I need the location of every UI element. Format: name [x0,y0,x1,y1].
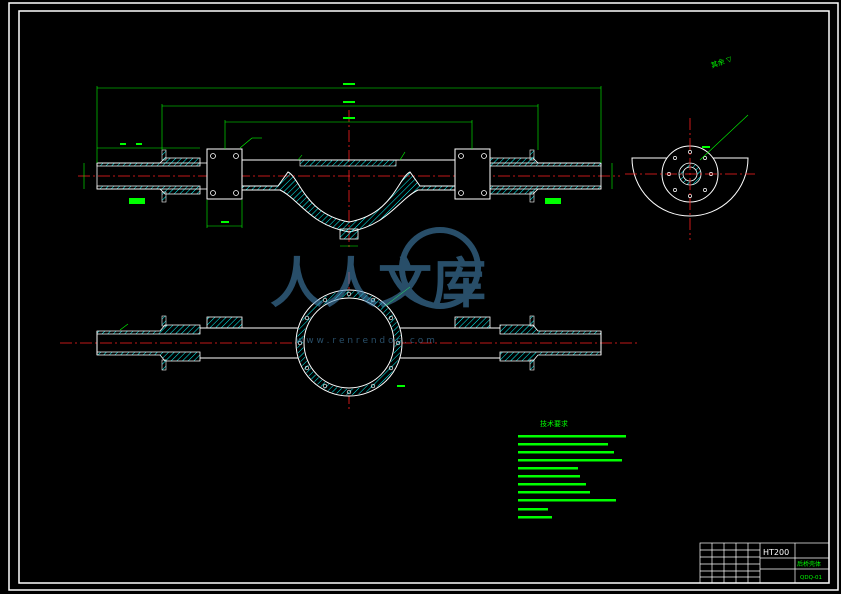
left-spring-seat [206,148,243,200]
title-block-frame [699,542,830,584]
top-right-stub-b [529,359,535,371]
outer-frame [8,2,839,591]
banjo-bowl [241,171,456,233]
front-dim-tags [120,83,561,223]
banjo-ring-inner [303,297,395,389]
top-left-leader [119,323,129,331]
side-view: 其余 ▽ [625,54,755,240]
right-flange-stub-bottom [529,191,535,203]
top-left-spring-pad [206,316,243,329]
part-name-label: 后桥壳体 [797,560,821,568]
front-leaders [239,137,406,161]
top-right-stub-a [529,315,535,327]
seat-bolts [210,153,487,196]
inner-frame [18,10,830,584]
top-right-spring-pad [454,316,491,329]
banjo-leader-tag [397,385,405,387]
front-view [78,83,620,250]
top-left-stub-b [161,359,167,371]
material-label: HT200 [763,548,789,557]
top-left-shaft-lower [96,351,201,362]
left-shaft-lower [96,185,201,195]
left-flange-stub-top [161,149,167,161]
watermark: 人人文库 w w w . r e n r e n d o c . c o m [270,227,486,346]
tech-req-title: 技术要求 [540,419,568,428]
top-left-shaft-upper [96,324,201,335]
left-shaft-upper [96,157,201,167]
watermark-text: 人人文库 [270,252,486,315]
top-left-stub-a [161,315,167,327]
left-flange-stub-bottom [161,191,167,203]
top-view [60,272,640,412]
right-spring-seat [454,148,491,200]
side-leader [699,114,749,161]
banjo-bolt-holes [297,291,401,395]
banjo-ring-hatch [297,291,401,395]
top-right-shaft-upper [499,324,602,335]
drawing-number-label: QDQ-01 [800,575,822,581]
title-block [699,542,830,584]
watermark-logo-ring [399,227,481,309]
right-shaft-lower [489,185,602,195]
side-leader-tag [702,146,710,148]
tech-req-lines [518,435,626,519]
right-flange-stub-top [529,149,535,161]
watermark-url: w w w . r e n r e n d o c . c o m [296,336,435,346]
front-dimensions [83,86,613,247]
roughness-note: 其余 ▽ [710,54,734,70]
top-right-shaft-lower [499,351,602,362]
housing-top-window [299,159,397,167]
right-shaft-upper [489,157,602,167]
bowl-bottom-boss [339,228,359,240]
technical-requirements: 技术要求 [518,419,626,519]
